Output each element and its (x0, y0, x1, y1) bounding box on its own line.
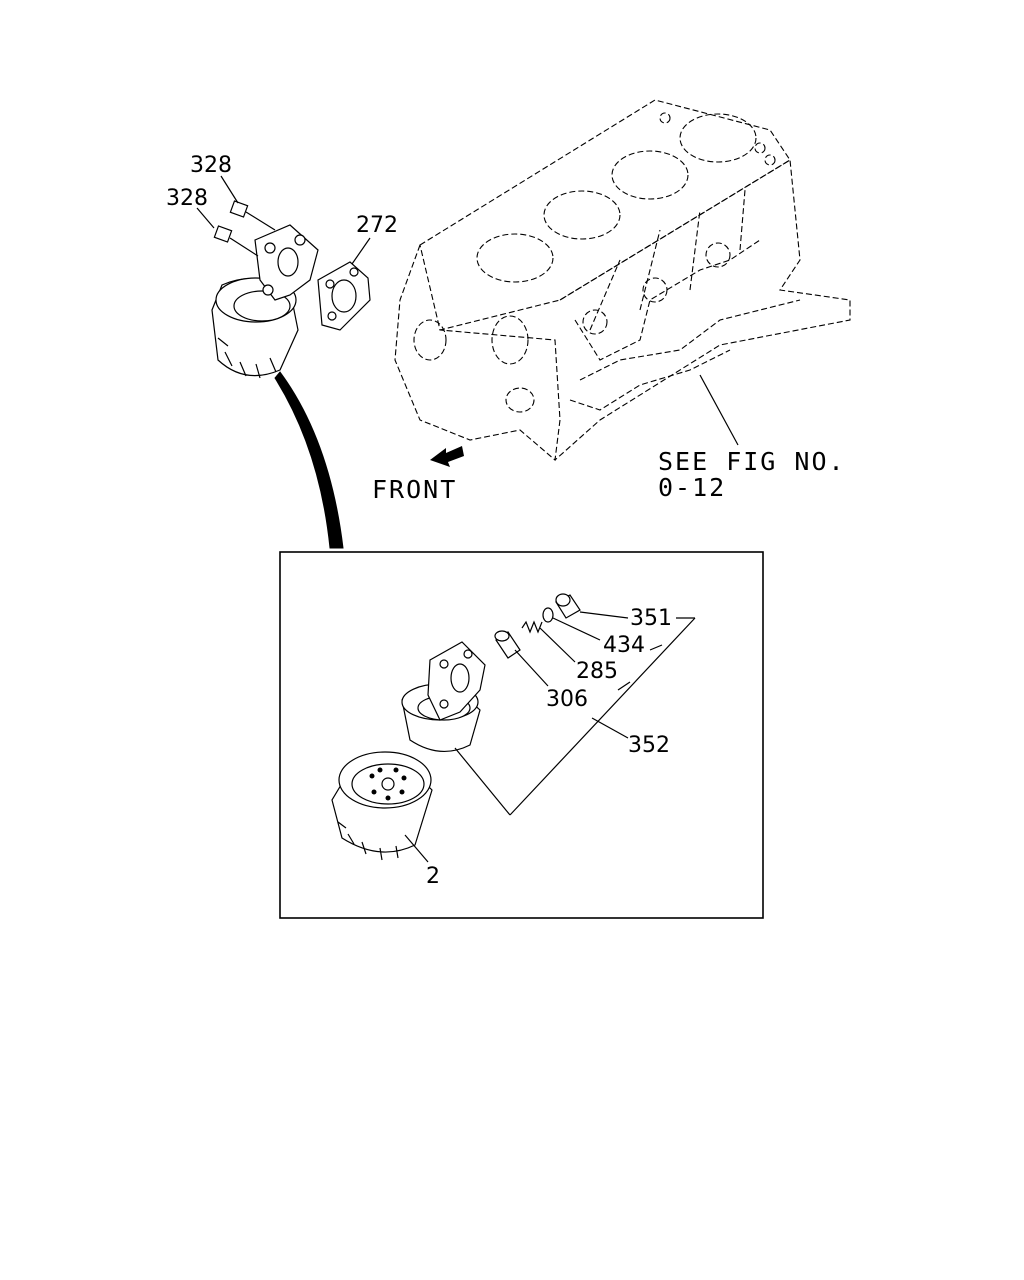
front-label: FRONT (372, 475, 457, 504)
detail-leaders (404, 611, 696, 863)
label-285: 285 (576, 659, 618, 684)
detail-parts (331, 593, 581, 861)
front-arrow-icon (430, 446, 464, 467)
upper-filter-assembly (196, 175, 371, 379)
label-272: 272 (356, 213, 398, 238)
see-fig-leader (699, 374, 739, 446)
see-fig-label: SEE FIG NO. (658, 447, 846, 476)
detail-box (279, 551, 764, 919)
see-fig-number: 0-12 (658, 473, 726, 502)
detail-pointer (274, 371, 344, 549)
label-328-upper: 328 (190, 153, 232, 178)
label-434: 434 (603, 633, 645, 658)
engine-block (394, 99, 851, 462)
label-328-lower: 328 (166, 186, 208, 211)
label-2: 2 (426, 864, 440, 889)
label-306: 306 (546, 687, 588, 712)
label-352: 352 (628, 733, 670, 758)
label-351: 351 (630, 606, 672, 631)
